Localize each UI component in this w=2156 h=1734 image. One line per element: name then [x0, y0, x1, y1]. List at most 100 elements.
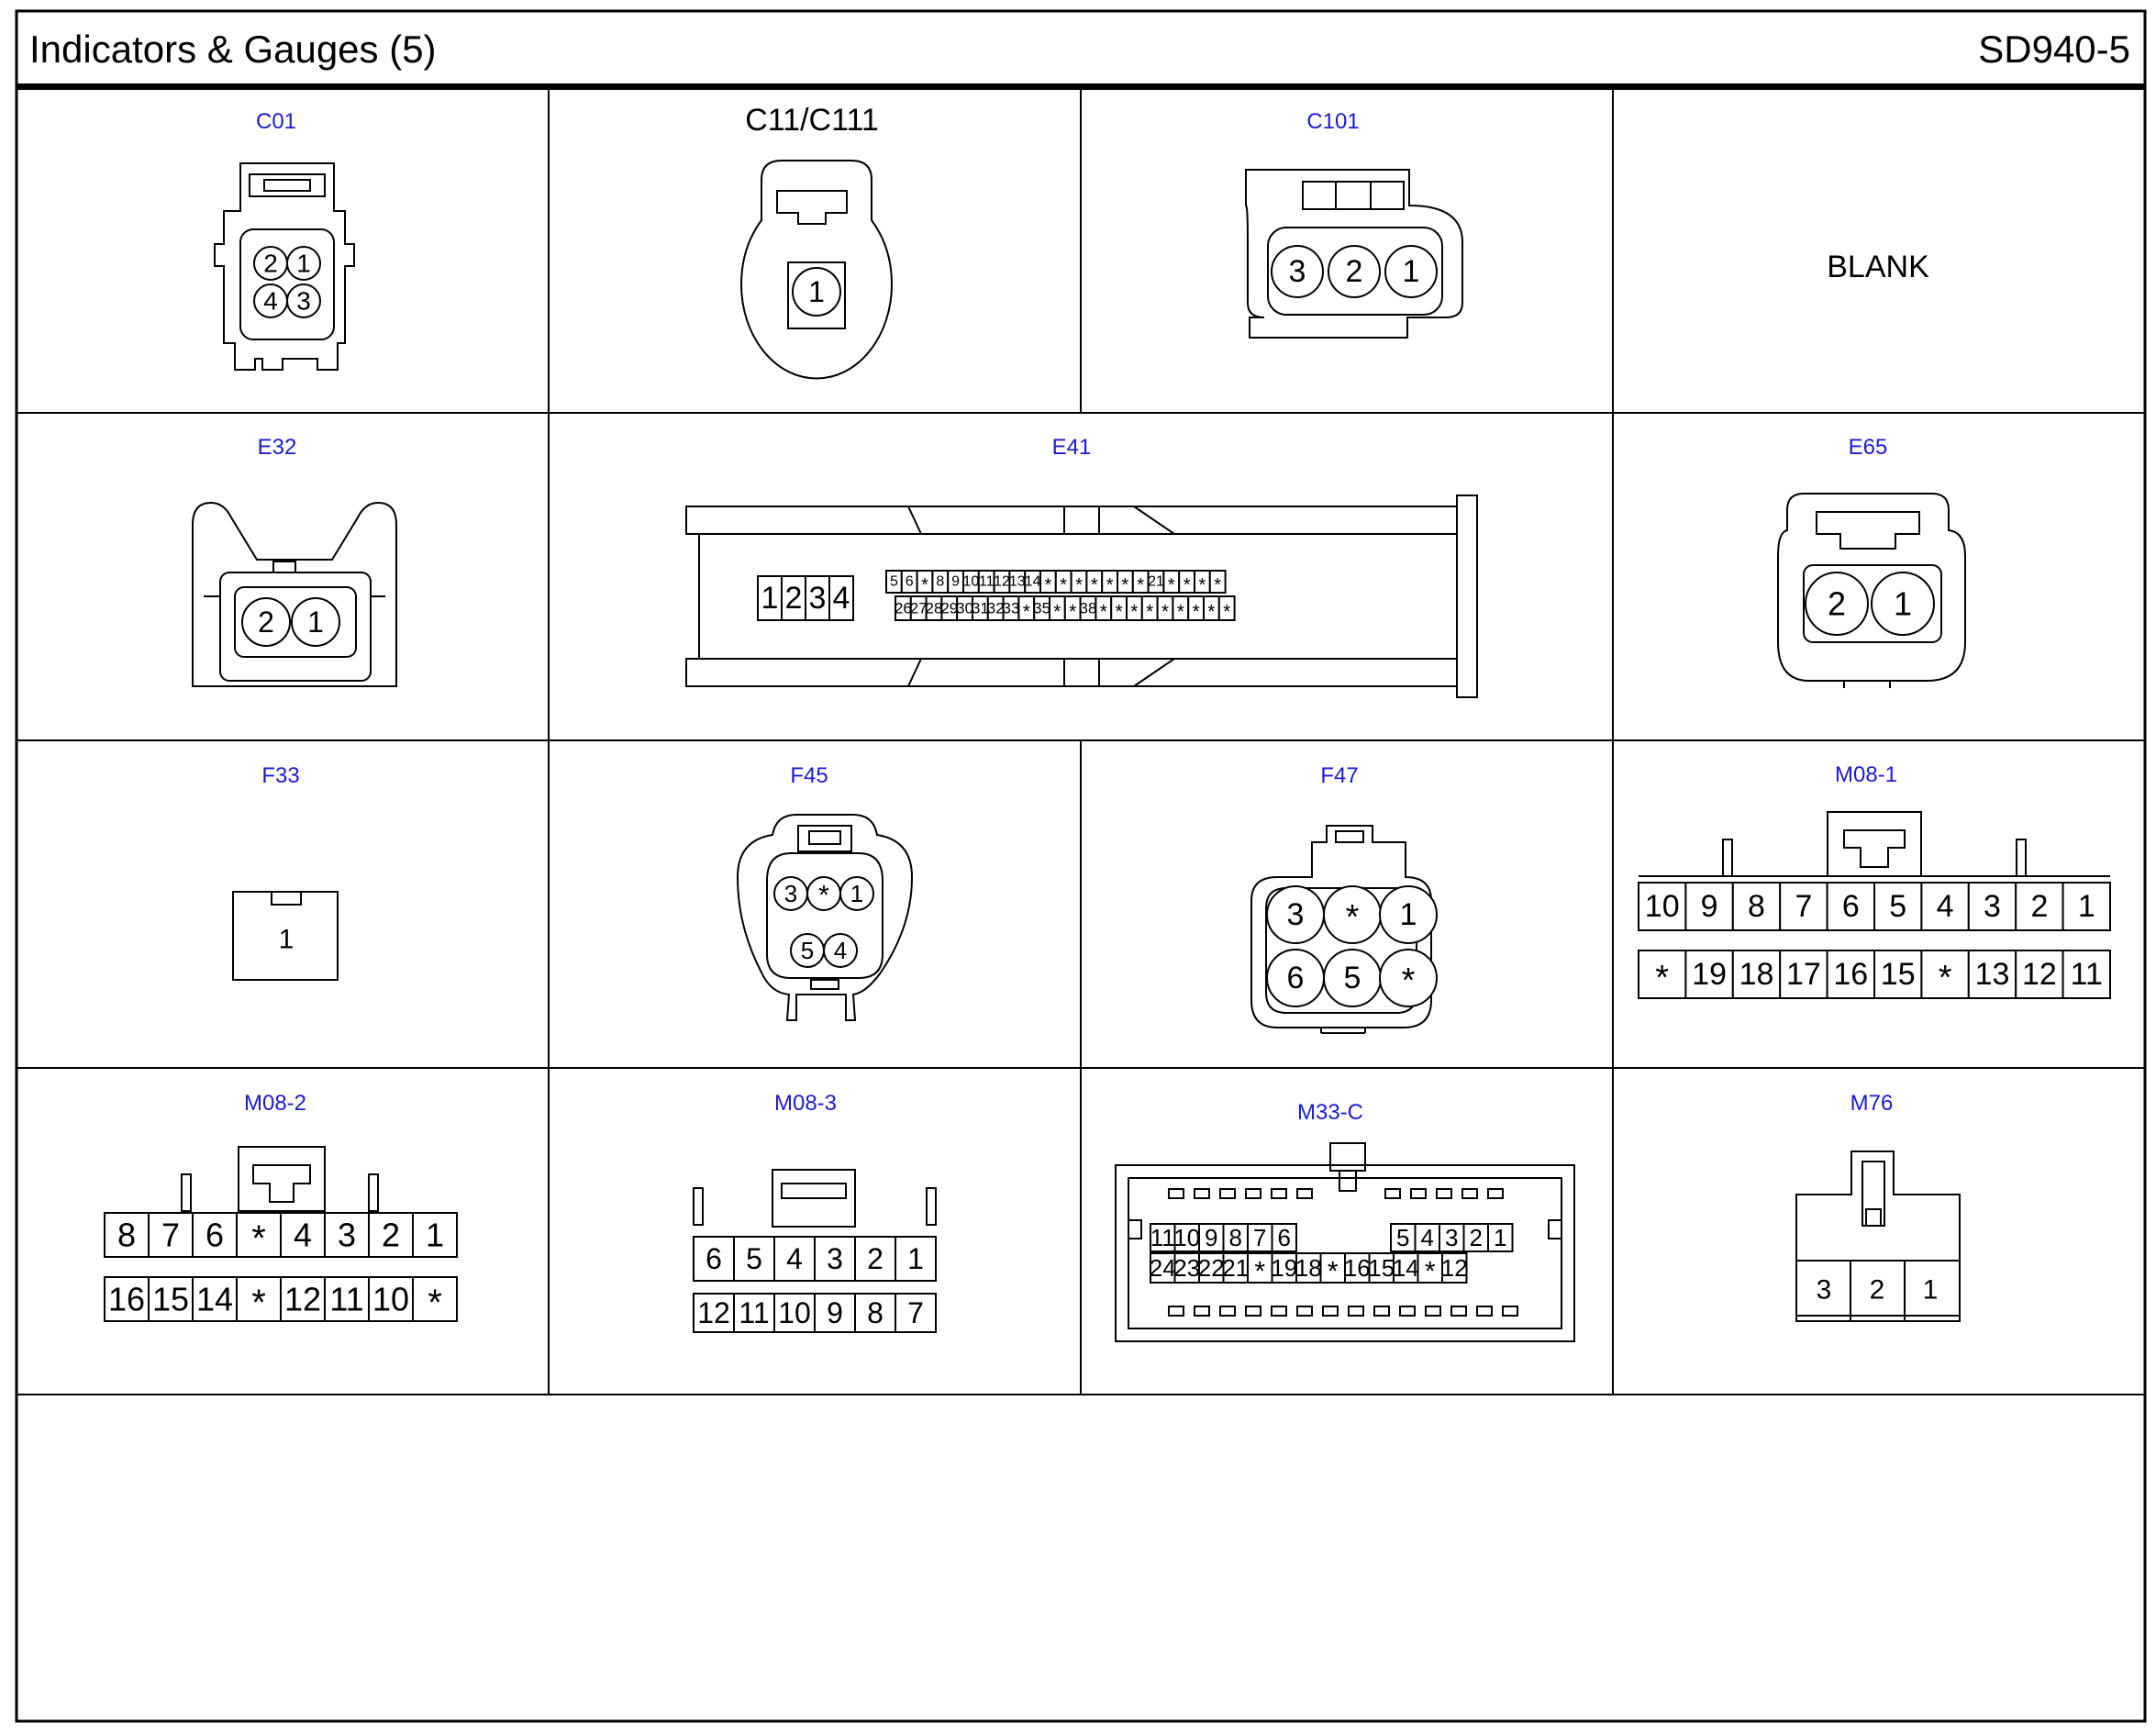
- pin: *: [1168, 575, 1175, 595]
- pin: *: [1177, 602, 1184, 623]
- pin-cell: [1873, 882, 1923, 931]
- pin: *: [1328, 1257, 1339, 1287]
- pin: 9: [1205, 1224, 1217, 1251]
- pin: 6: [706, 1242, 722, 1275]
- pin-cell: [781, 575, 806, 621]
- pin: 30: [956, 600, 973, 617]
- connector-f47: F47 3 * 1 6 5 *: [1250, 763, 1438, 1034]
- pin: 3: [1287, 897, 1305, 932]
- pin: 32: [987, 600, 1005, 617]
- pin: 4: [263, 287, 278, 316]
- connector-f33: F33 1: [232, 763, 339, 981]
- latch-tooth: [1461, 1188, 1478, 1199]
- pin: *: [1207, 602, 1215, 623]
- pin: 7: [1253, 1224, 1266, 1251]
- pin: 10: [1645, 889, 1680, 924]
- pin: 24: [1150, 1254, 1176, 1282]
- latch-tooth: [1373, 1306, 1390, 1317]
- pin: 31: [972, 600, 989, 617]
- pin: 1: [907, 1242, 924, 1275]
- pin: *: [1184, 575, 1191, 595]
- pin: 13: [1009, 574, 1026, 590]
- latch-tooth: [1194, 1188, 1210, 1199]
- pin-cell: [1731, 882, 1782, 931]
- pin: 18: [1739, 957, 1774, 992]
- pin: 38: [1080, 600, 1097, 617]
- connector-m76: M76 3 2 1: [1795, 1091, 1961, 1322]
- pin-cell: [1684, 950, 1734, 999]
- connector-label: F45: [790, 763, 828, 788]
- pin: 4: [834, 937, 847, 964]
- pin-cell: [236, 1276, 282, 1322]
- pin: *: [1106, 575, 1114, 595]
- pin: 3: [827, 1242, 843, 1275]
- pin: 8: [1229, 1224, 1242, 1251]
- connector-label: E41: [1052, 435, 1092, 460]
- pin-cell: [1920, 950, 1970, 999]
- pin-cell: [1217, 595, 1236, 621]
- latch-tooth: [1194, 1306, 1210, 1317]
- pin: 21: [1148, 574, 1164, 590]
- pin-cell: [1920, 882, 1970, 931]
- pin-cell: [148, 1276, 194, 1322]
- latch-tooth: [1476, 1306, 1493, 1317]
- pin: 11: [739, 1296, 769, 1329]
- pin-cell: [1638, 950, 1687, 999]
- pin-cell: [1271, 1252, 1297, 1284]
- pin: 8: [936, 574, 944, 590]
- pin: 1: [279, 925, 295, 955]
- connector-c01: C01 2 1 4 3: [214, 109, 355, 371]
- pin: 29: [940, 600, 958, 617]
- pin: 2: [867, 1242, 884, 1275]
- pin: 6: [1842, 889, 1860, 924]
- latch-tooth: [1168, 1306, 1184, 1317]
- connector-label: F33: [261, 763, 299, 788]
- pin: 1: [307, 606, 324, 639]
- latch-tooth: [1245, 1306, 1261, 1317]
- pin-cell: [733, 1293, 775, 1333]
- pin: *: [1137, 575, 1144, 595]
- pin: 33: [1003, 600, 1020, 617]
- pin: *: [1161, 602, 1169, 623]
- pin: 1: [2078, 889, 2095, 924]
- pin: 4: [1421, 1224, 1434, 1251]
- pin: 5: [1344, 961, 1361, 995]
- connector-e32: E32 2 1: [192, 435, 397, 687]
- pin-cell: [2062, 950, 2112, 999]
- pin: 1: [426, 1217, 444, 1254]
- pin: 12: [994, 574, 1010, 590]
- pin: 4: [294, 1217, 312, 1254]
- pin-cell: [2015, 882, 2064, 931]
- pin: 14: [1025, 574, 1041, 590]
- m33-c-latch-teeth: [1128, 1188, 1562, 1317]
- pin: 4: [786, 1242, 803, 1275]
- pin: *: [1223, 602, 1230, 623]
- pin: *: [1069, 602, 1076, 623]
- connector-c101: C101 3 2 1: [1245, 109, 1463, 339]
- pin-cell: [280, 1276, 326, 1322]
- pin: 1: [808, 275, 825, 308]
- pin-cell: [1826, 950, 1875, 999]
- pin: 19: [1271, 1254, 1297, 1282]
- pin: *: [1053, 602, 1061, 623]
- pin-cell: [693, 1236, 735, 1282]
- pin: 8: [1748, 889, 1765, 924]
- pin: 12: [1441, 1254, 1468, 1282]
- pin: 12: [284, 1281, 321, 1318]
- pin-cell: [1967, 950, 2017, 999]
- pin: *: [1193, 602, 1200, 623]
- pin: 35: [1033, 600, 1050, 617]
- pin: 2: [785, 581, 803, 616]
- pin-cell: [773, 1236, 816, 1282]
- pin: 4: [833, 581, 850, 616]
- pin-cell: [1779, 882, 1828, 931]
- pin: 5: [746, 1242, 762, 1275]
- pin: 21: [1222, 1254, 1249, 1282]
